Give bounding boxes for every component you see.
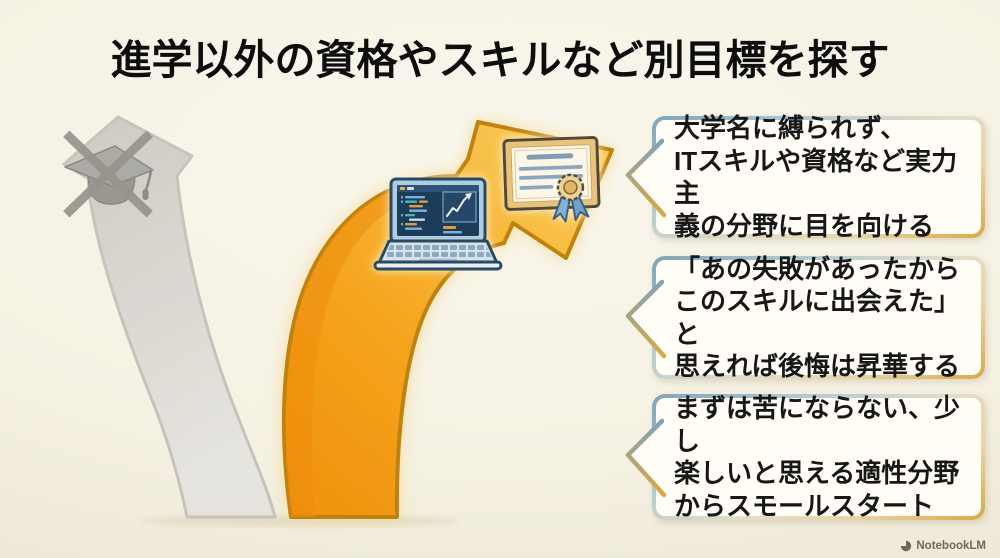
screen-chart (442, 191, 477, 234)
callout-3-tail (625, 418, 667, 498)
x-mark-icon (63, 130, 153, 218)
medal-ribbon (552, 173, 590, 223)
callout-2-body: 「あの失敗があったから このスキルに出会えた」と 思えれば後悔は昇華する (656, 254, 981, 381)
callout-1-tail (625, 138, 667, 218)
callout-3-text: まずは苦にならない、少し 楽しいと思える適性分野 からスモールスタート (674, 393, 961, 521)
notebooklm-logo-icon (900, 540, 912, 552)
callout-3: まずは苦にならない、少し 楽しいと思える適性分野 からスモールスタート (625, 393, 985, 521)
callout-2: 「あの失敗があったから このスキルに出会えた」と 思えれば後悔は昇華する (625, 254, 985, 381)
callout-1-body: 大学名に縛られず、 ITスキルや資格など実力主 義の分野に目を向ける (656, 113, 981, 241)
callout-2-text: 「あの失敗があったから このスキルに出会えた」と 思えれば後悔は昇華する (674, 253, 961, 382)
code-lines (401, 196, 428, 230)
callout-1-text: 大学名に縛られず、 ITスキルや資格など実力主 義の分野に目を向ける (674, 113, 958, 241)
callout-3-body: まずは苦にならない、少し 楽しいと思える適性分野 からスモールスタート (656, 393, 981, 521)
laptop-code-icon (373, 177, 503, 271)
callout-2-tail (625, 279, 667, 358)
watermark-label: NotebookLM (916, 540, 986, 552)
new-goal-arrow (281, 120, 614, 519)
certificate-icon (502, 136, 601, 223)
watermark: NotebookLM (900, 540, 986, 552)
callout-1: 大学名に縛られず、 ITスキルや資格など実力主 義の分野に目を向ける (625, 113, 985, 241)
page-title: 進学以外の資格やスキルなど別目標を探す (110, 37, 890, 83)
